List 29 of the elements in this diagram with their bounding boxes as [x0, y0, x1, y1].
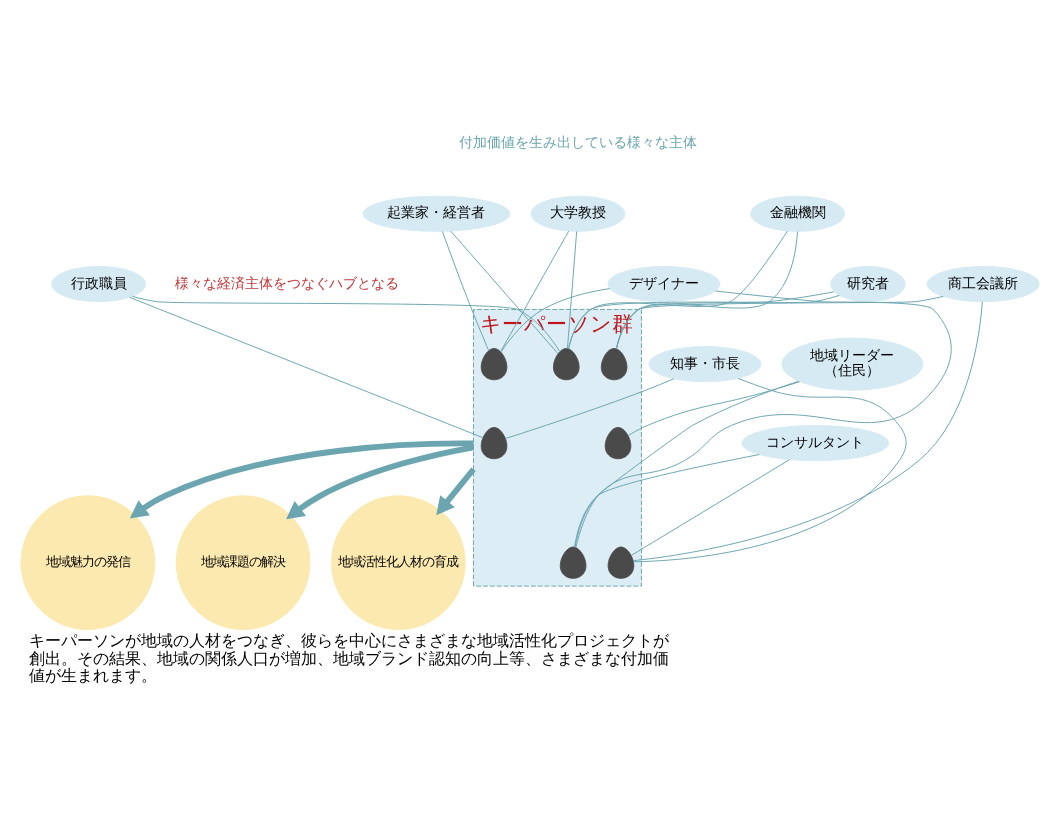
arrow	[286, 443, 475, 519]
connector	[131, 294, 561, 352]
connector	[574, 453, 760, 547]
node-person	[480, 347, 508, 380]
cluster: キーパーソン群	[473, 307, 642, 586]
node-person	[604, 425, 632, 459]
connector	[568, 229, 788, 349]
connector	[615, 294, 944, 349]
node-person	[553, 347, 580, 380]
connector	[575, 379, 799, 547]
connector	[129, 295, 484, 438]
connector	[633, 376, 907, 562]
connector	[505, 377, 675, 438]
connector	[630, 458, 790, 556]
connector	[500, 229, 570, 352]
arrow	[129, 439, 474, 518]
node-person	[600, 347, 628, 380]
connector	[566, 230, 578, 348]
node-person	[559, 545, 587, 578]
connector	[441, 230, 490, 350]
node-person	[607, 545, 635, 578]
node-person	[480, 425, 508, 459]
connector	[500, 287, 611, 352]
connector	[450, 229, 559, 354]
connector	[632, 300, 983, 561]
connector	[568, 290, 835, 349]
arrow	[436, 466, 476, 515]
connector	[627, 380, 801, 436]
connector	[574, 289, 952, 547]
